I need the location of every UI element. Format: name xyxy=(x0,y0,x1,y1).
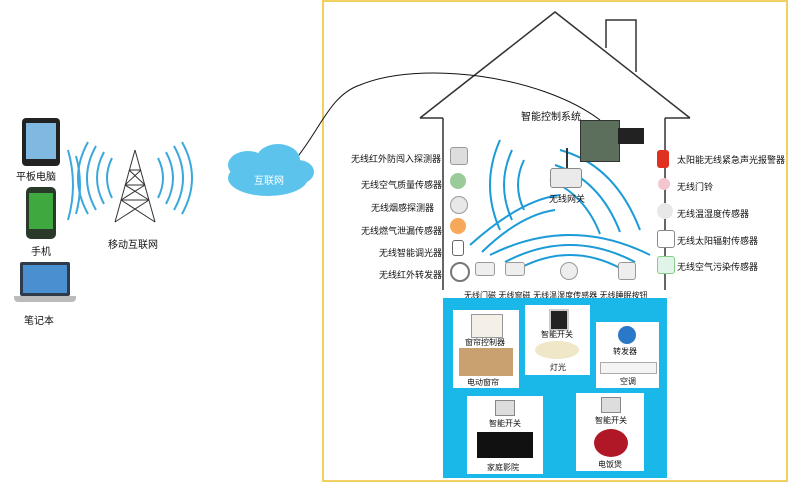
gateway-icon xyxy=(550,168,582,188)
tv-icon xyxy=(477,432,533,458)
cloud-label: 互联网 xyxy=(254,176,284,187)
temp-sensor-icon xyxy=(657,203,673,219)
curtain-controller-label: 窗帘控制器 xyxy=(465,338,505,347)
sensor-air-quality: 无线空气质量传感器 xyxy=(361,181,443,191)
smart-switch-label-1: 智能开关 xyxy=(541,330,573,339)
gateway-antenna xyxy=(566,148,568,168)
tower-waves xyxy=(77,141,193,215)
smoke-sensor-icon xyxy=(450,196,468,214)
rice-cooker-label: 电饭煲 xyxy=(598,460,622,469)
ceiling-light-icon xyxy=(535,341,579,359)
tablet-icon xyxy=(22,118,60,166)
system-frame xyxy=(322,0,788,482)
home-theater-label: 家庭影院 xyxy=(487,463,519,472)
aircon-icon xyxy=(600,362,657,374)
light-label: 灯光 xyxy=(550,363,566,372)
sensor-temp-humidity: 无线温湿度传感器 xyxy=(677,210,750,220)
phone-label: 手机 xyxy=(31,247,51,258)
door-magnet-icon xyxy=(475,262,495,276)
sensor-gas: 无线燃气泄漏传感器 xyxy=(361,227,443,237)
cooker-card: 智能开关 电饭煲 xyxy=(576,393,644,471)
sensor-solar-alarm: 太阳能无线紧急声光报警器 xyxy=(677,156,786,166)
laptop-icon xyxy=(14,262,76,306)
curtain-icon xyxy=(459,348,513,376)
sensor-ir-transmitter: 无线红外转发器 xyxy=(379,271,443,281)
smart-switch-icon-1 xyxy=(549,309,569,331)
sensor-solar-radiation: 无线太阳辐射传感器 xyxy=(677,237,759,247)
curtain-controller-icon xyxy=(471,314,503,338)
tower-icon xyxy=(114,149,156,223)
aircon-label: 空调 xyxy=(620,377,636,386)
smart-switch-label-3: 智能开关 xyxy=(595,416,627,425)
light-card: 智能开关 灯光 xyxy=(525,305,590,375)
air-quality-icon xyxy=(450,173,466,189)
electric-curtain-label: 电动窗帘 xyxy=(467,378,499,387)
laptop-label: 笔记本 xyxy=(24,316,54,327)
gas-sensor-icon xyxy=(450,218,466,234)
sensor-smoke: 无线烟感探测器 xyxy=(371,204,435,214)
control-system-label: 智能控制系统 xyxy=(521,112,581,123)
dimmer-icon xyxy=(452,240,464,256)
tower-label: 移动互联网 xyxy=(108,240,158,251)
solar-alarm-icon xyxy=(657,150,669,168)
sensor-doorbell: 无线门铃 xyxy=(677,183,714,193)
internet-link xyxy=(294,72,601,161)
doorbell-icon xyxy=(658,178,670,190)
solar-radiation-icon xyxy=(657,230,675,248)
smart-switch-icon-3 xyxy=(601,397,621,413)
curtain-card: 窗帘控制器 电动窗帘 xyxy=(453,310,519,388)
smart-switch-label-2: 智能开关 xyxy=(489,419,521,428)
smart-switch-icon-2 xyxy=(495,400,515,416)
cloud-icon xyxy=(228,144,314,196)
theater-card: 智能开关 家庭影院 xyxy=(467,396,543,474)
sleep-button-icon xyxy=(618,262,636,280)
control-unit-icon xyxy=(580,120,620,162)
ir-transmitter-icon xyxy=(450,262,470,282)
air-pollution-icon xyxy=(657,256,675,274)
gateway-label: 无线网关 xyxy=(549,195,586,205)
tablet-label: 平板电脑 xyxy=(16,172,56,183)
sensor-air-pollution: 无线空气污染传感器 xyxy=(677,263,759,273)
control-box-icon xyxy=(618,128,644,144)
phone-icon xyxy=(26,187,56,239)
aircon-card: 转发器 空调 xyxy=(596,322,659,388)
temp-humidity-icon xyxy=(560,262,578,280)
transmitter-label: 转发器 xyxy=(613,347,637,356)
bottom-sensors-label: 无线门磁 无线窗磁 无线温湿度传感器 无线睡眠按钮 xyxy=(464,291,648,300)
sensor-ir-intrusion: 无线红外防闯入探测器 xyxy=(351,155,442,165)
house-waves xyxy=(469,139,651,269)
rice-cooker-icon xyxy=(594,429,628,457)
transmitter-icon xyxy=(618,326,636,344)
ir-intrusion-icon xyxy=(450,147,468,165)
sensor-dimmer: 无线智能调光器 xyxy=(379,249,443,259)
device-waves xyxy=(67,149,81,221)
window-magnet-icon xyxy=(505,262,525,276)
